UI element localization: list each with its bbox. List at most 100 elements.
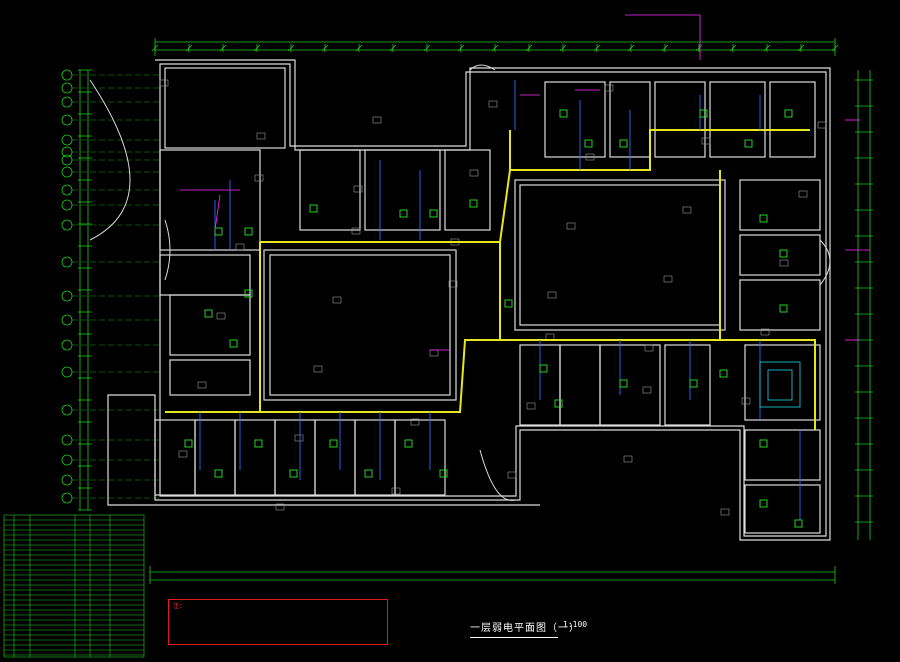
device-symbol: [364, 469, 373, 478]
dim-tick: [253, 44, 261, 52]
axis-bubble: [61, 366, 73, 378]
curved-walls: [89, 64, 831, 501]
dim-tick: [355, 44, 363, 52]
drawing-title: 一层弱电平面图（一）: [470, 623, 580, 634]
fixture: [216, 312, 226, 320]
dim-tick: [525, 44, 533, 52]
axis-bubble: [61, 314, 73, 326]
axis-bubble: [61, 339, 73, 351]
device-symbol: [439, 469, 448, 478]
device-symbol: [559, 109, 568, 118]
device-symbol: [244, 289, 253, 298]
axis-bubble: [61, 199, 73, 211]
fixture: [604, 84, 614, 92]
axis-bubble: [61, 404, 73, 416]
building-walls: [107, 59, 831, 541]
fixture: [566, 222, 576, 230]
fixture: [644, 344, 654, 352]
fixture: [507, 471, 517, 479]
design-notes-box: 注：: [168, 599, 388, 645]
fixture: [351, 227, 361, 235]
dim-tick: [423, 44, 431, 52]
device-symbol: [229, 339, 238, 348]
fixture: [372, 116, 382, 124]
device-symbol: [539, 364, 548, 373]
fixture: [817, 121, 827, 129]
dim-tick: [695, 44, 703, 52]
axis-bubble: [61, 82, 73, 94]
fixture: [585, 153, 595, 161]
fixture: [332, 296, 342, 304]
device-symbol: [289, 469, 298, 478]
device-symbol: [184, 439, 193, 448]
axis-bubble: [61, 219, 73, 231]
device-symbol: [699, 109, 708, 118]
dim-tick: [627, 44, 635, 52]
fixture: [642, 386, 652, 394]
drawing-title-block: 一层弱电平面图（一） 1:100: [470, 619, 610, 641]
dim-tick: [287, 44, 295, 52]
drawing-scale: 1:100: [563, 620, 588, 629]
device-symbol: [329, 439, 338, 448]
fixture: [197, 381, 207, 389]
device-symbol: [429, 209, 438, 218]
fixture: [682, 206, 692, 214]
device-symbol: [214, 469, 223, 478]
dim-tick: [559, 44, 567, 52]
dim-tick: [321, 44, 329, 52]
device-symbol: [404, 439, 413, 448]
device-symbol: [759, 214, 768, 223]
fixture: [526, 402, 536, 410]
device-symbol: [719, 369, 728, 378]
fixture: [294, 434, 304, 442]
device-symbol: [504, 299, 513, 308]
fixture: [410, 418, 420, 426]
device-symbol: [244, 227, 253, 236]
title-underline: [470, 637, 558, 638]
axis-bubble: [61, 166, 73, 178]
fixture: [159, 79, 169, 87]
device-symbol: [689, 379, 698, 388]
device-symbol: [794, 519, 803, 528]
device-symbol: [214, 227, 223, 236]
fixture: [178, 450, 188, 458]
axis-bubble: [61, 474, 73, 486]
tag-leader: [214, 194, 221, 231]
dim-tick: [763, 44, 771, 52]
fixture: [235, 243, 245, 251]
device-symbol: [779, 304, 788, 313]
fixture: [720, 508, 730, 516]
axis-bubble: [61, 134, 73, 146]
fixture: [623, 455, 633, 463]
dimension-lines: [79, 38, 871, 584]
device-symbol: [254, 439, 263, 448]
device-symbol: [759, 439, 768, 448]
axis-bubble: [61, 146, 73, 158]
fixture: [701, 137, 711, 145]
device-symbol: [619, 139, 628, 148]
dim-tick: [831, 44, 839, 52]
fixture: [353, 185, 363, 193]
device-symbols: [184, 109, 803, 528]
dim-tick: [219, 44, 227, 52]
axis-bubble: [61, 69, 73, 81]
axis-bubble: [61, 492, 73, 504]
notes-heading: 注：: [173, 603, 186, 610]
axis-bubble: [61, 256, 73, 268]
axis-bubble: [61, 114, 73, 126]
device-symbol: [759, 499, 768, 508]
device-symbol: [744, 139, 753, 148]
cable-tray: [165, 129, 816, 430]
dim-tick: [151, 44, 159, 52]
fixture: [313, 365, 323, 373]
fixture: [488, 100, 498, 108]
fixture: [798, 190, 808, 198]
dimension-ticks: [78, 44, 873, 523]
dim-tick: [491, 44, 499, 52]
dim-tick: [389, 44, 397, 52]
device-symbol: [469, 199, 478, 208]
fixture: [469, 169, 479, 177]
device-symbol: [584, 139, 593, 148]
fixture: [254, 174, 264, 182]
